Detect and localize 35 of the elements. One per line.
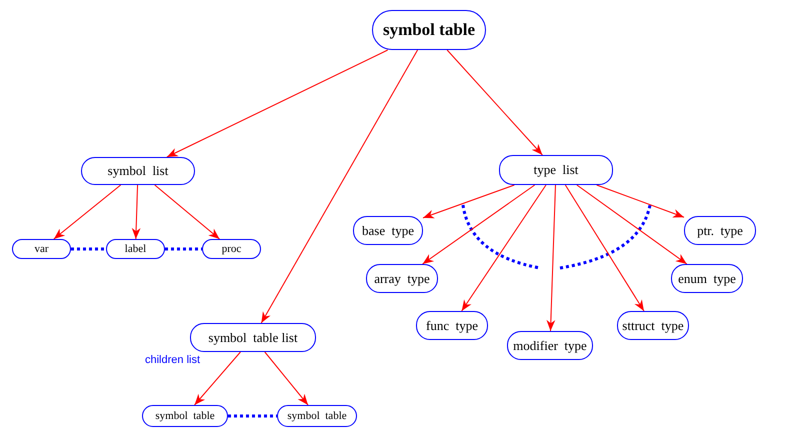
arrow [53,184,122,240]
arrow [166,50,388,158]
rounded-node: proc [202,239,261,259]
rounded-node: var [12,239,71,259]
rounded-node: symbol table list [190,323,316,352]
rounded-node: symbol table [142,405,228,427]
arrow [260,50,418,324]
arrow [194,352,241,406]
rounded-node: symbol table [277,405,357,427]
dotted-connector [165,248,202,250]
arrow [576,184,688,264]
arrow [422,184,515,218]
arrow [422,184,536,264]
rounded-node: ptr. type [684,216,756,245]
arrow [564,184,644,312]
rounded-node: modifier type [507,331,593,360]
arrow [132,184,141,240]
arrow [154,184,220,240]
rounded-node: type list [499,155,613,185]
rounded-node: sttruct type [617,311,689,340]
arrow [546,184,556,332]
rounded-node: label [106,239,165,259]
annotation-text: children list [145,354,200,366]
arrow [264,352,309,406]
arrow [446,50,543,156]
rounded-node: symbol table [372,10,486,50]
rounded-node: func type [416,311,488,340]
arrow [596,184,684,218]
rounded-node: symbol list [81,157,195,185]
rounded-node: array type [366,264,438,293]
rounded-node: enum type [671,264,743,293]
arrow [461,184,546,312]
rounded-node: base type [353,216,423,245]
dotted-connector [71,248,106,250]
dotted-connector [228,414,277,418]
